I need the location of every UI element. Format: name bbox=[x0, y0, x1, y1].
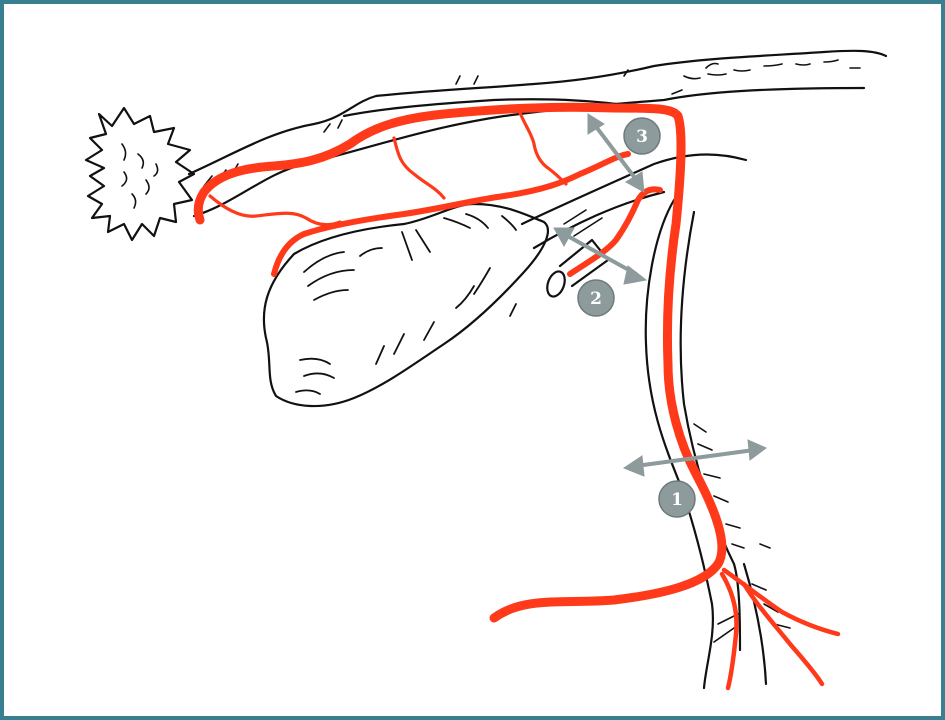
marker-2: 2 bbox=[578, 280, 614, 316]
fimbria-hatching bbox=[122, 144, 158, 208]
tube-hatching bbox=[204, 60, 860, 186]
marker-3: 3 bbox=[624, 118, 660, 154]
marker-1-label: 1 bbox=[671, 490, 683, 510]
cut-vessel-end bbox=[544, 269, 568, 299]
fimbria-outline bbox=[86, 108, 194, 240]
anatomy-outline bbox=[86, 51, 886, 688]
marker-2-label: 2 bbox=[590, 289, 602, 309]
marker-1: 1 bbox=[659, 481, 695, 517]
ligament-lower-right-outline bbox=[744, 564, 766, 684]
marker-3-label: 3 bbox=[636, 127, 648, 147]
vessels bbox=[198, 107, 838, 688]
anatomy-diagram: 1 2 3 bbox=[4, 4, 945, 720]
ovary-hatching bbox=[296, 214, 516, 394]
